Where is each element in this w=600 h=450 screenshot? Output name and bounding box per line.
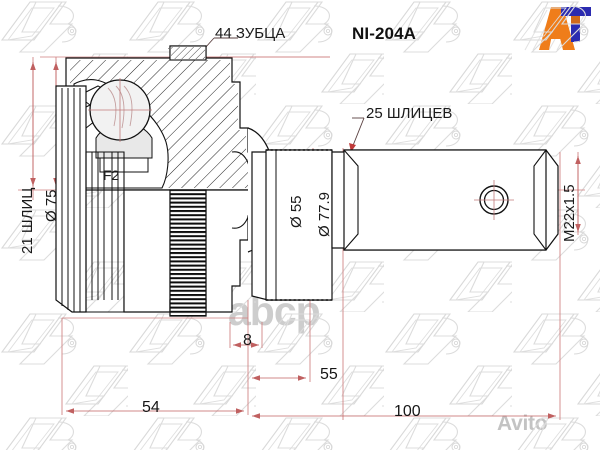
dimension-100: 100: [394, 403, 421, 420]
dimension-8: 8: [243, 332, 252, 349]
diameter-75-label: Ø 75: [43, 189, 60, 222]
diameter-77-9-label: Ø 77.9: [316, 191, 333, 237]
dimension-54: 54: [142, 399, 160, 416]
inner-spline-count-callout: 21 ШЛИЦ: [19, 187, 36, 254]
teeth-count-callout: 44 ЗУБЦА: [215, 25, 286, 42]
dimension-55: 55: [320, 366, 338, 383]
diameter-55-label: Ø 55: [288, 195, 305, 228]
part-number-label: NI-204A: [352, 24, 417, 43]
thread-m22-label: M22x1.5: [561, 184, 578, 242]
outer-spline-count-callout: 25 ШЛИЦЕВ: [366, 105, 453, 122]
marking-f2-label: F2: [103, 167, 120, 183]
